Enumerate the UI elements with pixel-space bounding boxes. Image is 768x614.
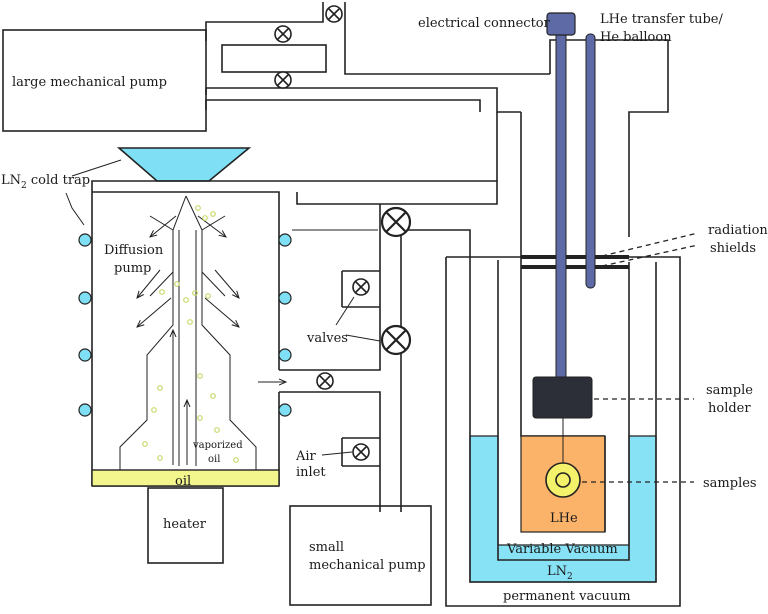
- sample-holder: [532, 376, 593, 419]
- transfer-tube-label-1: LHe transfer tube/: [600, 12, 723, 27]
- variable-vacuum-label: Variable Vacuum: [506, 542, 618, 557]
- small-pump-label-1: small: [309, 540, 344, 555]
- diffusion-label-2: pump: [114, 261, 151, 276]
- cooling-ports: [78, 233, 292, 417]
- small-pump-label-2: mechanical pump: [309, 558, 426, 573]
- air-inlet-label-2: inlet: [296, 465, 326, 480]
- radiation-shields-label-2: shields: [710, 241, 756, 256]
- valve-icon[interactable]: [316, 372, 334, 390]
- oil-droplets: [142, 205, 239, 463]
- small-mechanical-pump: [289, 505, 432, 606]
- electrical-connector-label: electrical connector: [418, 16, 551, 31]
- cold-trap-label: LN2 cold trap: [1, 173, 90, 191]
- foreline-pipes: [279, 204, 471, 512]
- lhe-label: LHe: [550, 511, 578, 526]
- valve-icon[interactable]: [380, 324, 412, 356]
- transfer-tube-label-2: He balloon: [600, 30, 672, 45]
- circle-port-icon: [78, 403, 92, 417]
- lhe-transfer-tube: [585, 33, 596, 289]
- cryostat-flange: [520, 39, 669, 237]
- large-pump-pipes: [205, 2, 550, 113]
- large-pump-label: large mechanical pump: [12, 75, 167, 90]
- circle-port-icon: [78, 233, 92, 247]
- outer-dewar: [445, 256, 681, 607]
- arrow-icon: [137, 215, 286, 465]
- valve-icon[interactable]: [325, 5, 343, 23]
- heater-label: heater: [163, 517, 207, 532]
- diffusion-label-1: Diffusion: [104, 243, 164, 258]
- circle-port-icon: [78, 348, 92, 362]
- valve-icon[interactable]: [274, 25, 292, 43]
- jet-stack: [119, 195, 257, 470]
- large-mechanical-pump: [2, 29, 207, 132]
- ln2-cold-trap: [116, 147, 252, 182]
- radiation-shields-label-1: radiation: [708, 223, 768, 238]
- diffusion-pump-body: [91, 112, 498, 487]
- air-inlet-label-1: Air: [295, 449, 317, 464]
- oil-label: oil: [175, 474, 191, 489]
- valve-icon[interactable]: [380, 206, 412, 238]
- circle-port-icon: [278, 291, 292, 305]
- electrical-connector: [546, 12, 576, 36]
- sample-holder-label-1: sample: [706, 383, 753, 398]
- valve-icon[interactable]: [352, 443, 370, 461]
- vaporized-label-2: oil: [208, 454, 220, 465]
- vaporized-label-1: vaporized: [192, 440, 243, 451]
- radiation-shields: [521, 255, 629, 269]
- heater: [147, 487, 224, 564]
- ln2-label: LN2: [547, 564, 573, 582]
- samples-label: samples: [703, 476, 757, 491]
- circle-port-icon: [278, 233, 292, 247]
- valve-icon[interactable]: [352, 278, 370, 296]
- circle-port-icon: [78, 291, 92, 305]
- valves-label: valves: [306, 331, 348, 346]
- permanent-vacuum-label: permanent vacuum: [503, 589, 631, 604]
- sample-holder-label-2: holder: [708, 401, 751, 416]
- circle-port-icon: [278, 403, 292, 417]
- valve-icon[interactable]: [274, 71, 292, 89]
- sample-rod: [555, 33, 567, 381]
- circle-port-icon: [278, 348, 292, 362]
